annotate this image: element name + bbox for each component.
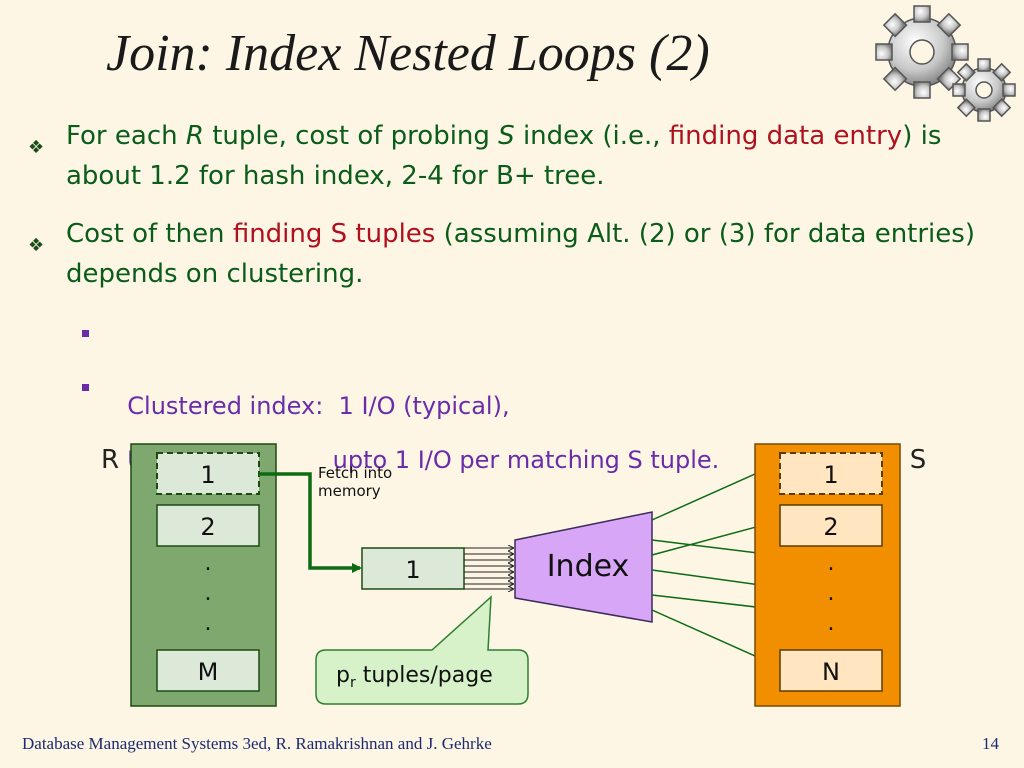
bullet-2: ❖ Cost of then finding S tuples (assumin… <box>28 214 1011 294</box>
s-page-2-label: 2 <box>823 513 838 541</box>
bullet-1-part: tuple, cost of probing <box>203 121 499 151</box>
callout-text: pr tuples/page <box>336 663 493 691</box>
callout-bubble <box>315 595 529 705</box>
s-dot: . <box>828 581 835 606</box>
r-dot: . <box>205 581 212 606</box>
bullet-1-part: For each <box>66 121 186 151</box>
bullet-1-part: S <box>498 121 515 151</box>
r-page-m-label: M <box>198 658 219 686</box>
fetch-label-line1: Fetch into <box>318 464 392 482</box>
bullet-2-part: Cost of then <box>66 219 233 249</box>
bullet-1-part: index (i.e., <box>514 121 669 151</box>
page-number: 14 <box>982 734 999 753</box>
bullet-1-part: R <box>185 121 204 151</box>
s-dot: . <box>828 551 835 576</box>
r-page-1-label: 1 <box>200 461 215 489</box>
index-shape <box>514 511 653 623</box>
bullet-2-part: (assuming Alt. (2) or (3) for data entri… <box>66 219 975 289</box>
s-label: S <box>910 445 927 475</box>
bullet-1-highlight: finding data entry <box>668 121 903 151</box>
gears-icon <box>875 5 1016 122</box>
callout-rest: tuples/page <box>356 663 493 688</box>
callout-subscript: r <box>350 675 356 691</box>
r-dot: . <box>205 551 212 576</box>
bullet-1: ❖ For each R tuple, cost of probing S in… <box>28 116 1011 196</box>
r-page-2-label: 2 <box>200 513 215 541</box>
callout-p: p <box>336 663 350 688</box>
bullet-2-highlight: finding S tuples <box>232 219 436 249</box>
bullet-marker: ❖ <box>28 137 45 158</box>
memory-buffer-page <box>361 547 465 590</box>
r-page-2 <box>156 504 260 547</box>
bullet-1-part: ) is about 1.2 for hash index, 2-4 for B… <box>66 121 942 191</box>
s-dot: . <box>828 611 835 636</box>
sub-bullet-1-text: Clustered index: 1 I/O (typical), <box>127 392 510 420</box>
s-page-1 <box>779 452 883 495</box>
s-page-1-label: 1 <box>823 461 838 489</box>
r-label: R <box>101 445 119 475</box>
fetch-label-line2: memory <box>318 482 381 500</box>
tuple-arrows <box>464 548 513 589</box>
index-label: Index <box>547 549 630 584</box>
s-page-n-label: N <box>822 658 840 686</box>
gear-small <box>952 58 1016 122</box>
s-page-2 <box>779 504 883 547</box>
bullet-marker: ❖ <box>28 235 45 256</box>
sub-bullet-marker <box>82 384 89 391</box>
r-dot: . <box>205 611 212 636</box>
gear-large <box>875 5 969 99</box>
slide-title: Join: Index Nested Loops (2) <box>106 25 710 82</box>
r-page-m <box>156 649 260 692</box>
footer-citation: Database Management Systems 3ed, R. Rama… <box>22 734 492 753</box>
memory-buffer-label: 1 <box>405 556 420 584</box>
sub-bullet-marker <box>82 330 89 337</box>
sub-bullet-1: Clustered index: 1 I/O (typical), <box>82 316 992 424</box>
s-page-n <box>779 649 883 692</box>
fetch-arrow <box>259 472 362 573</box>
